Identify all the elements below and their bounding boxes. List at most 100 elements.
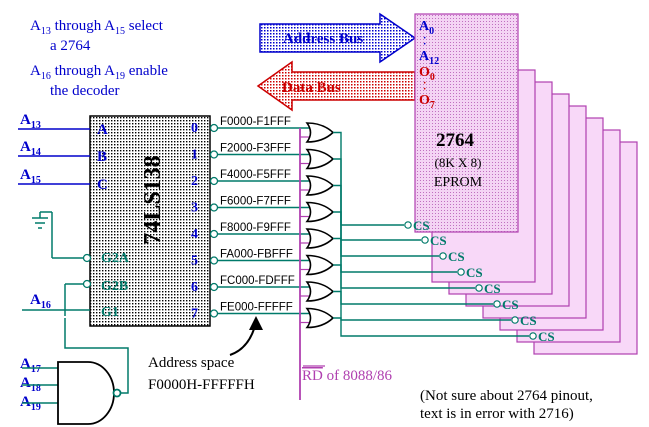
output-address-range: F0000-F1FFF (220, 116, 291, 128)
enable-bubbles (82, 253, 92, 289)
address-space-note: Address space F0000H-FFFFFH (148, 316, 263, 393)
cs-bubble (529, 332, 537, 340)
note-line-2: a 2764 (50, 38, 91, 54)
decoder-output-2: 2 F4000-F5FFF CS (191, 169, 465, 264)
eprom-size: (8K X 8) (435, 155, 482, 170)
footnote-line-1: (Not sure about 2764 pinout, (420, 388, 593, 404)
decoder-output-0: 0 F0000-F1FFF CS (191, 116, 430, 233)
chip-select-wire (333, 264, 493, 305)
output-bubble (209, 256, 219, 265)
address-space-line-2: F0000H-FFFFFH (148, 377, 255, 393)
output-address-range: F4000-F5FFF (220, 169, 291, 181)
eprom-chip-1 (414, 13, 519, 233)
a15-label: A15 (20, 167, 41, 186)
cs-bubble (457, 268, 465, 276)
cs-bubble (493, 300, 501, 308)
address-space-line-1: Address space (148, 355, 235, 371)
cs-bubble (475, 284, 483, 292)
pin-dots-data: · (423, 78, 426, 89)
eprom-label: 2764 (8K X 8) EPROM (434, 130, 483, 190)
note-line-1: A13 through A15 select (30, 18, 164, 37)
decoder-outputs: 0 F0000-F1FFF CS 1 F2000-F3FFF CS 2 F4000-F5FFF… (191, 116, 555, 344)
eprom-part-number: 2764 (436, 130, 475, 151)
decoder-output-5: 5 FA000-FBFFF CS (191, 249, 519, 313)
output-address-range: FC000-FDFFF (220, 275, 295, 287)
a13-label: A13 (20, 112, 41, 131)
output-bubble (209, 150, 219, 159)
chip-select-wire (333, 290, 511, 321)
output-pin-number: 6 (191, 280, 198, 295)
enable-g2a-label: G2A (101, 251, 130, 266)
pin-a0: A0 (419, 19, 434, 37)
output-bubble (209, 309, 219, 318)
eprom-stack (414, 13, 638, 355)
eprom-kind: EPROM (434, 175, 483, 190)
decoder-output-1: 1 F2000-F3FFF CS (191, 143, 447, 249)
cs-label: CS (430, 233, 447, 248)
svg-text:·: · (423, 84, 426, 95)
cs-label: CS (413, 218, 430, 233)
cs-label: CS (538, 329, 555, 344)
output-bubble (209, 176, 219, 186)
or-gate (305, 148, 335, 170)
data-bus-arrow: Data Bus (256, 60, 416, 112)
g2b-bubble (82, 279, 92, 289)
a18-label: A18 (20, 375, 41, 394)
a14-label: A14 (20, 139, 41, 158)
pin-dots-address: · (423, 33, 426, 44)
output-bubble (209, 123, 219, 133)
a19-label: A19 (20, 394, 41, 413)
output-pin-number: 1 (191, 148, 198, 163)
output-bubble (209, 203, 219, 212)
input-b-label: B (97, 149, 107, 165)
output-bubble (209, 282, 219, 292)
nand-bubble (112, 388, 122, 398)
rd-label: RD of 8088/86 (302, 368, 393, 384)
decoder-input-labels: A B C (97, 122, 108, 193)
cs-label: CS (502, 297, 519, 312)
enable-wires (22, 211, 129, 404)
input-a-label: A (97, 122, 108, 138)
input-c-label: C (97, 177, 108, 193)
svg-text:·: · (423, 39, 426, 50)
decoder-output-6: 6 FC000-FDFFF CS (191, 275, 537, 328)
output-bubble (209, 229, 219, 239)
a17-label: A17 (20, 356, 41, 375)
note-line-3: A16 through A19 enable (30, 63, 168, 82)
or-gate (305, 254, 335, 276)
output-pin-number: 5 (191, 254, 198, 269)
or-gate (305, 281, 335, 302)
output-address-range: F2000-F3FFF (220, 143, 291, 155)
enable-g1-label: G1 (101, 305, 119, 320)
chip-select-wire (333, 237, 475, 289)
or-gate (305, 201, 335, 223)
decoder-enable-labels: G2A G2B G1 (101, 251, 130, 320)
pin-o0: O0 (419, 65, 435, 83)
or-gate (305, 175, 335, 196)
chip-select-wire (333, 131, 404, 226)
rd-signal: RD of 8088/86 (299, 128, 393, 400)
pin-a12: A12 (419, 49, 439, 67)
output-address-range: FA000-FBFFF (220, 249, 293, 261)
output-pin-number: 2 (191, 174, 198, 189)
address-space-arrowhead (249, 316, 263, 330)
chip-select-wire (333, 317, 529, 337)
cs-label: CS (448, 249, 465, 264)
output-address-range: F6000-F7FFF (220, 196, 291, 208)
eprom-pin-labels: A0 · · A12 O0 · · O7 (419, 19, 439, 111)
output-address-range: F8000-F9FFF (220, 222, 291, 234)
cs-label: CS (466, 265, 483, 280)
cs-label: CS (520, 313, 537, 328)
output-pin-number: 0 (191, 121, 198, 136)
output-pin-number: 7 (191, 307, 198, 322)
address-input-wires (18, 128, 90, 185)
decoder-part-label: 74LS138 (140, 155, 166, 244)
note-line-4: the decoder (50, 83, 120, 99)
address-bus-label: Address Bus (283, 31, 363, 47)
cs-bubble (439, 252, 447, 260)
selection-note: A13 through A15 select a 2764 A16 throug… (30, 18, 168, 99)
output-pin-number: 3 (191, 201, 198, 216)
